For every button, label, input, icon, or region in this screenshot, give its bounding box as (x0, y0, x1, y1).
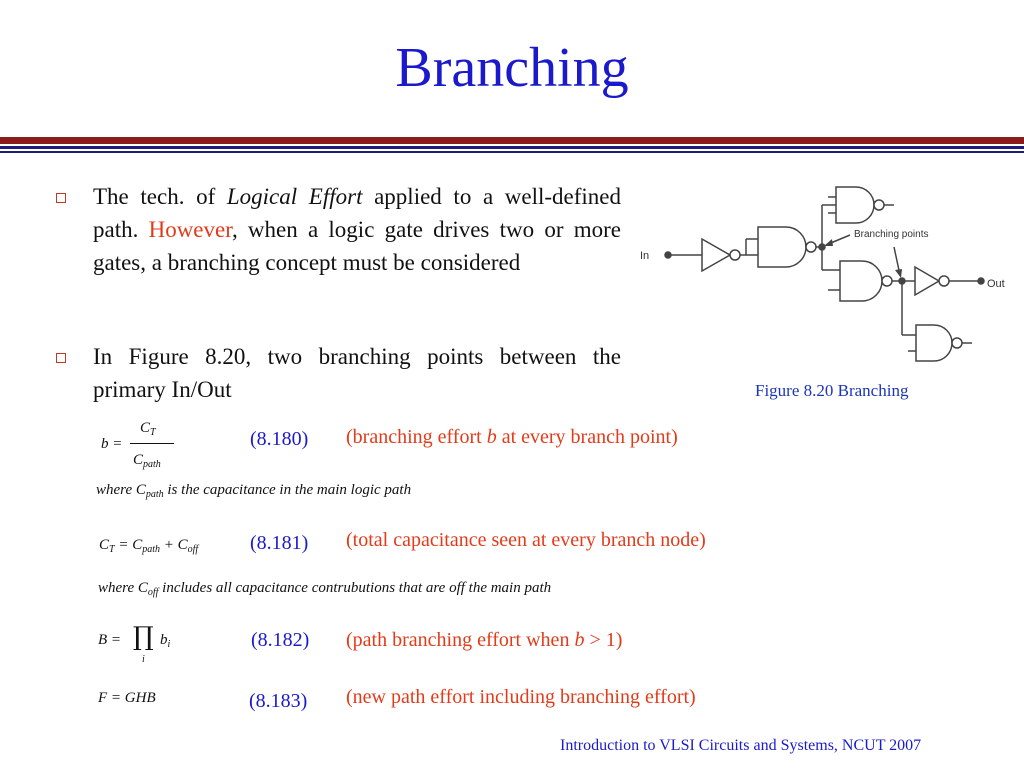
eq-180-fraction-bar (130, 443, 174, 444)
figure-inverter-1-bubble (729, 249, 741, 261)
figure-nand-top (835, 186, 875, 224)
bullet-1-mid: applied to a well-defined path. (93, 184, 622, 242)
title-rule-red (0, 137, 1024, 144)
bullet-1-emphasis: Logical Effort (226, 184, 363, 209)
figure-out-label: Out (987, 278, 1005, 290)
eq-183-description: (new path effort including branching eff… (346, 686, 696, 708)
figure-input-node (664, 251, 672, 259)
title-rule-blue-lower (0, 151, 1024, 153)
eq-181-description: (total capacitance seen at every branch … (346, 529, 706, 551)
figure-output-node (977, 277, 985, 285)
bullet-1-post: , when a logic gate drives two or more g… (93, 217, 621, 275)
bullet-2-text: In Figure 8.20, two branching points bet… (93, 344, 621, 402)
eq-182-number: (8.182) (251, 629, 310, 651)
figure-inverter-1 (701, 237, 732, 273)
eq-180-number: (8.180) (250, 428, 309, 450)
title-rule-blue-upper (0, 146, 1024, 149)
figure-nand-1 (757, 226, 807, 268)
branching-figure: In Out Branching points (640, 186, 1005, 362)
figure-nand-middle (839, 260, 883, 302)
slide-footer: Introduction to VLSI Circuits and System… (560, 737, 922, 754)
bullet-2-marker (56, 353, 66, 363)
eq-182-product-symbol: ∏ (133, 622, 154, 652)
eq-182-lhs: B = (98, 632, 122, 648)
eq-182-term: bi (160, 632, 171, 650)
eq-182-description: (path branching effort when b > 1) (346, 629, 623, 651)
figure-branching-points-label: Branching points (854, 229, 929, 240)
eq-181-where: where Coff includes all capacitance cont… (98, 580, 552, 598)
eq-180-lhs: b = (101, 436, 123, 452)
bullet-1-pre: The tech. of (93, 184, 227, 209)
bullet-1-text: The tech. of Logical Effort applied to a… (93, 180, 621, 279)
eq-180-denominator: Cpath (133, 452, 161, 470)
figure-in-label: In (640, 250, 649, 262)
eq-181-expression: CT = Cpath + Coff (99, 537, 199, 555)
figure-nand-bottom (915, 324, 953, 362)
eq-182-product-index: i (142, 654, 145, 665)
bullet-1-marker (56, 193, 66, 203)
figure-inverter-2 (914, 265, 941, 297)
eq-180-description: (branching effort b at every branch poin… (346, 426, 678, 448)
eq-180-where: where Cpath is the capacitance in the ma… (96, 482, 412, 500)
eq-180-numerator: CT (140, 420, 156, 438)
slide-title: Branching (395, 37, 629, 99)
figure-caption: Figure 8.20 Branching (755, 381, 909, 400)
eq-181-number: (8.181) (250, 532, 309, 554)
eq-183-number: (8.183) (249, 690, 308, 712)
eq-183-expression: F = GHB (98, 690, 156, 706)
bullet-1-highlight: However (148, 217, 232, 242)
